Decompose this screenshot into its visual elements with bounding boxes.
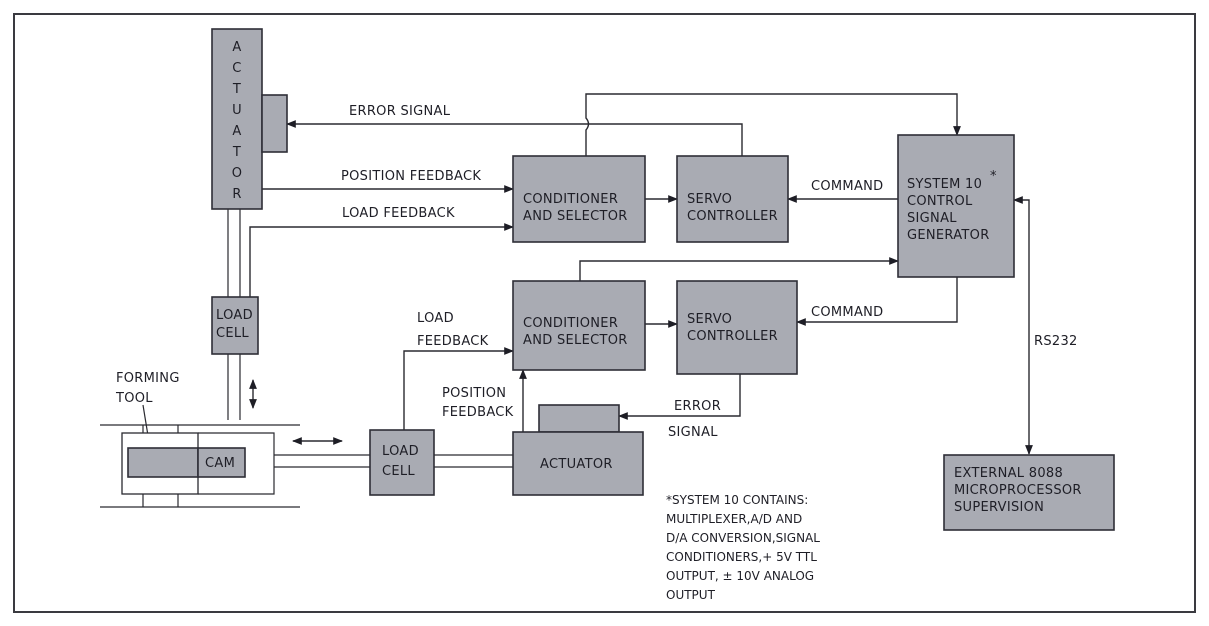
error-signal-bottom-label: SIGNAL (668, 425, 718, 440)
cam-block (197, 447, 246, 478)
actuator-top-tab (261, 94, 288, 153)
command-top-label: COMMAND (811, 179, 883, 194)
load-cell-right (369, 429, 435, 496)
footnote-line: *SYSTEM 10 CONTAINS: (666, 493, 808, 507)
conditioner-selector-top (512, 155, 646, 243)
system10-label: CONTROL (907, 194, 973, 209)
actuator-bottom-label: ACTUATOR (540, 457, 613, 472)
rs232-line (1013, 196, 1033, 455)
position-feedback-bottom-label: POSITION (442, 386, 506, 401)
load-cell-right-label: CELL (382, 464, 415, 479)
external-label: MICROPROCESSOR (954, 483, 1082, 498)
actuator-letter: C (232, 61, 241, 76)
position-feedback-top-label: POSITION FEEDBACK (341, 169, 481, 184)
cond-top-label: AND SELECTOR (523, 209, 628, 224)
actuator-rod-lower (227, 354, 241, 420)
footnote-line: D/A CONVERSION,SIGNAL (666, 531, 820, 545)
cond-bottom-to-system-line (579, 257, 899, 281)
actuator-top-block (211, 28, 263, 210)
error-signal-bottom-label: ERROR (674, 399, 721, 414)
actuator-letter: A (232, 124, 241, 139)
footnote-line: OUTPUT, ± 10V ANALOG (666, 569, 814, 583)
outer-frame (13, 13, 1196, 613)
command-bottom-line (796, 277, 958, 326)
load-cell-left (211, 296, 259, 355)
servo-bottom-label: CONTROLLER (687, 329, 778, 344)
conditioner-selector-bottom (512, 280, 646, 371)
external-supervision-block (943, 454, 1115, 531)
cond-top-label: CONDITIONER (523, 192, 618, 207)
cam-label: CAM (205, 456, 235, 471)
servo-controller-bottom (676, 280, 798, 375)
load-feedback-top-line (249, 223, 514, 297)
footnote-line: CONDITIONERS,+ 5V TTL (666, 550, 817, 564)
servo-top-label: CONTROLLER (687, 209, 778, 224)
load-cell-left-label: CELL (216, 326, 249, 341)
forming-tool-label: FORMING (116, 371, 180, 386)
servo-bottom-label: SERVO (687, 312, 732, 327)
forming-tool-label: TOOL (115, 391, 153, 406)
actuator-bottom-block (512, 431, 644, 496)
cond-bottom-label: CONDITIONER (523, 316, 618, 331)
servo-top-label: SERVO (687, 192, 732, 207)
servo-controller-top (676, 155, 789, 243)
load-feedback-bottom-label: FEEDBACK (417, 334, 489, 349)
system10-label: GENERATOR (907, 228, 990, 243)
load-feedback-bottom-line (403, 347, 514, 430)
footnote-line: OUTPUT (666, 588, 716, 602)
cond-bottom-label: AND SELECTOR (523, 333, 628, 348)
load-cell-right-label: LOAD (382, 444, 419, 459)
command-bottom-label: COMMAND (811, 305, 883, 320)
footnote-line: MULTIPLEXER,A/D AND (666, 512, 802, 526)
actuator-letter: O (232, 166, 243, 181)
rs232-label: RS232 (1034, 334, 1078, 349)
system10-label: SYSTEM 10 (907, 177, 982, 192)
cam-frame (198, 432, 275, 495)
system10-block (897, 134, 1015, 278)
load-feedback-top-label: LOAD FEEDBACK (342, 206, 455, 221)
error-signal-top-label: ERROR SIGNAL (349, 104, 451, 119)
actuator-letter: T (232, 82, 241, 97)
actuator-letter: R (232, 187, 241, 202)
error-signal-bottom-line (618, 374, 741, 420)
housing-posts (142, 425, 179, 507)
system10-asterisk: * (990, 169, 997, 184)
position-feedback-bottom-label: FEEDBACK (442, 405, 514, 420)
rod-loadcell-to-actuator (434, 454, 513, 468)
actuator-bottom-tab (538, 404, 620, 433)
rod-cam-to-loadcell (274, 454, 370, 468)
actuator-letter: A (232, 40, 241, 55)
external-label: SUPERVISION (954, 500, 1044, 515)
actuator-rod-upper (227, 209, 241, 297)
load-cell-left-label: LOAD (216, 308, 253, 323)
cond-top-to-system-line (585, 93, 961, 156)
external-label: EXTERNAL 8088 (954, 466, 1063, 481)
error-signal-top-line (286, 120, 743, 156)
system10-label: SIGNAL (907, 211, 957, 226)
actuator-letter: U (232, 103, 242, 118)
load-feedback-bottom-label: LOAD (417, 311, 454, 326)
forming-tool-block (127, 447, 199, 478)
actuator-letter: T (232, 145, 241, 160)
